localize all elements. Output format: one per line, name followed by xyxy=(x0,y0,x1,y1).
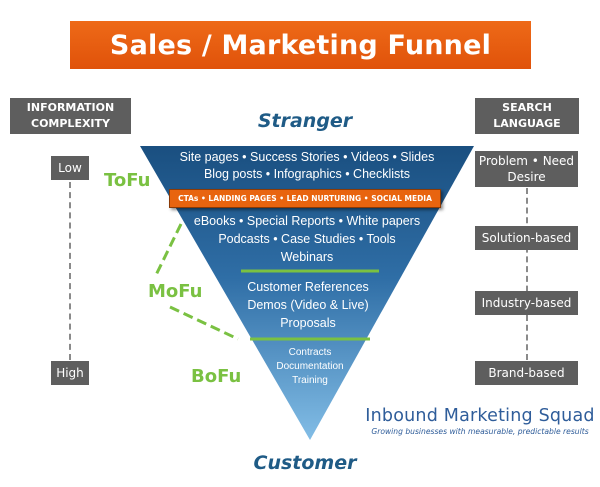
complexity-low-box: Low xyxy=(51,156,89,180)
tofu-mofu-bracket xyxy=(154,223,183,276)
information-complexity-line2: COMPLEXITY xyxy=(31,117,110,130)
brand-tagline: Growing businesses with measurable, pred… xyxy=(371,427,589,436)
information-complexity-header: INFORMATION COMPLEXITY xyxy=(10,98,131,134)
customer-label: Customer xyxy=(253,452,357,474)
tofu-lower-line1: eBooks • Special Reports • White papers xyxy=(193,214,421,228)
search-language-problem-line2: Desire xyxy=(507,170,546,184)
search-language-brand-label: Brand-based xyxy=(488,366,565,380)
bofu-label: BoFu xyxy=(191,366,242,387)
search-language-brand-box: Brand-based xyxy=(475,361,578,385)
search-language-problem-box: Problem • Need Desire xyxy=(475,151,578,187)
tofu-lower-line3: Webinars xyxy=(280,250,334,264)
search-language-scale-line xyxy=(526,188,528,360)
complexity-high-label: High xyxy=(56,366,84,380)
stranger-label: Stranger xyxy=(257,110,353,132)
mofu-bofu-bracket xyxy=(169,305,239,341)
mofu-content-line3: Proposals xyxy=(280,316,336,330)
search-language-solution-box: Solution-based xyxy=(475,226,578,250)
search-language-industry-box: Industry-based xyxy=(475,291,578,315)
complexity-high-box: High xyxy=(51,361,89,385)
search-language-line2: LANGUAGE xyxy=(493,117,561,130)
page-title: Sales / Marketing Funnel xyxy=(109,29,492,61)
bofu-content-line1: Contracts xyxy=(288,347,332,358)
mofu-content-line2: Demos (Video & Live) xyxy=(247,298,369,312)
tofu-label: ToFu xyxy=(104,170,151,191)
tofu-content-line1: Site pages • Success Stories • Videos • … xyxy=(179,150,435,164)
mofu-label: MoFu xyxy=(148,281,203,302)
cta-bar: CTAs • LANDING PAGES • LEAD NURTURING • … xyxy=(169,189,441,208)
brand-name: Inbound Marketing Squad xyxy=(365,406,595,426)
cta-bar-label: CTAs • LANDING PAGES • LEAD NURTURING • … xyxy=(178,194,432,203)
complexity-scale-line xyxy=(69,182,71,360)
search-language-industry-label: Industry-based xyxy=(481,296,572,310)
complexity-low-label: Low xyxy=(58,161,82,175)
tofu-lower-line2: Podcasts • Case Studies • Tools xyxy=(218,232,396,246)
bofu-content-line2: Documentation xyxy=(276,361,344,372)
search-language-solution-label: Solution-based xyxy=(481,231,572,245)
funnel-shape xyxy=(140,146,474,440)
mofu-content-line1: Customer References xyxy=(247,280,369,294)
bofu-content-line3: Training xyxy=(292,375,328,386)
search-language-problem-line1: Problem • Need xyxy=(478,154,575,168)
search-language-header: SEARCH LANGUAGE xyxy=(475,98,579,134)
information-complexity-line1: INFORMATION xyxy=(26,101,115,114)
search-language-line1: SEARCH xyxy=(502,101,552,114)
title-banner: Sales / Marketing Funnel xyxy=(70,21,531,69)
tofu-content-line2: Blog posts • Infographics • Checklists xyxy=(203,167,411,181)
